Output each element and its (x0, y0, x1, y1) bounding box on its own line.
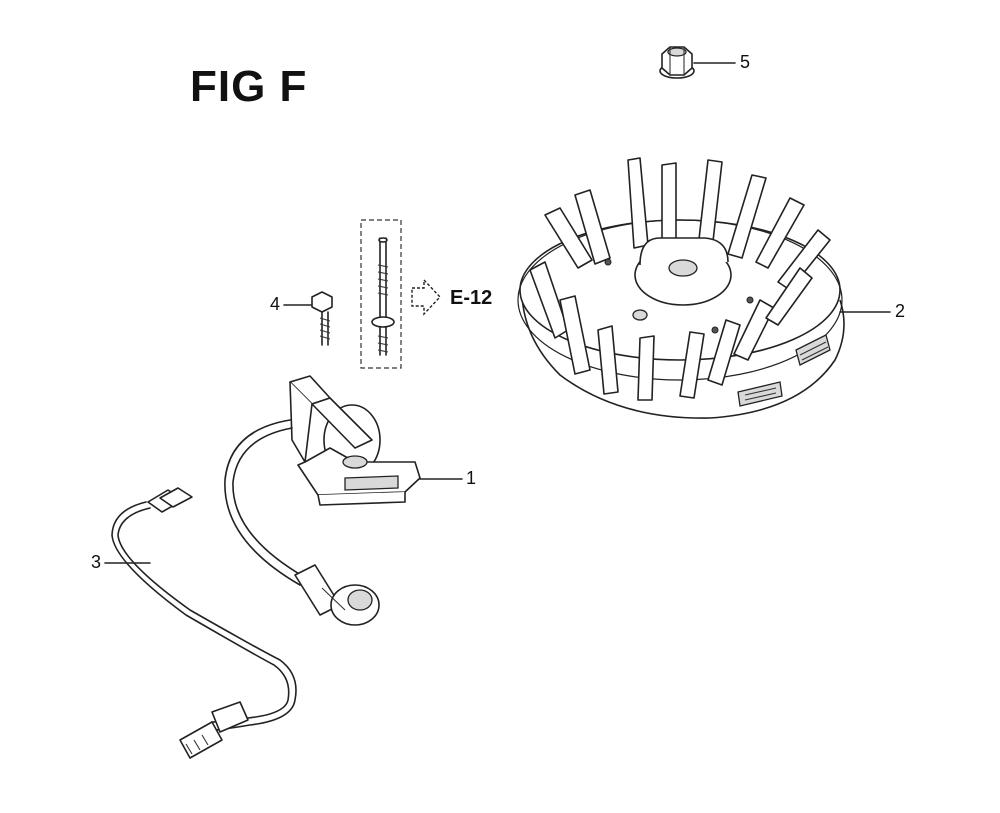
callout-4: 4 (270, 294, 281, 314)
callout-3: 3 (91, 552, 102, 572)
spark-plug-lead (224, 419, 307, 586)
spark-plug-cap (294, 564, 380, 626)
reference-arrow-icon (411, 278, 441, 316)
callout-5: 5 (740, 52, 751, 72)
callout-1: 1 (466, 468, 477, 488)
stud-reference-box (360, 219, 402, 369)
callout-2: 2 (895, 301, 906, 321)
bolt-part-4 (311, 291, 333, 346)
reference-label: E-12 (450, 287, 493, 309)
figure-title: FIG F (190, 62, 308, 111)
flange-nut-part-5 (659, 46, 695, 79)
ignition-coil-part-1 (289, 375, 421, 506)
flywheel-part-2 (517, 157, 845, 419)
ground-wire-part-3 (111, 487, 297, 759)
